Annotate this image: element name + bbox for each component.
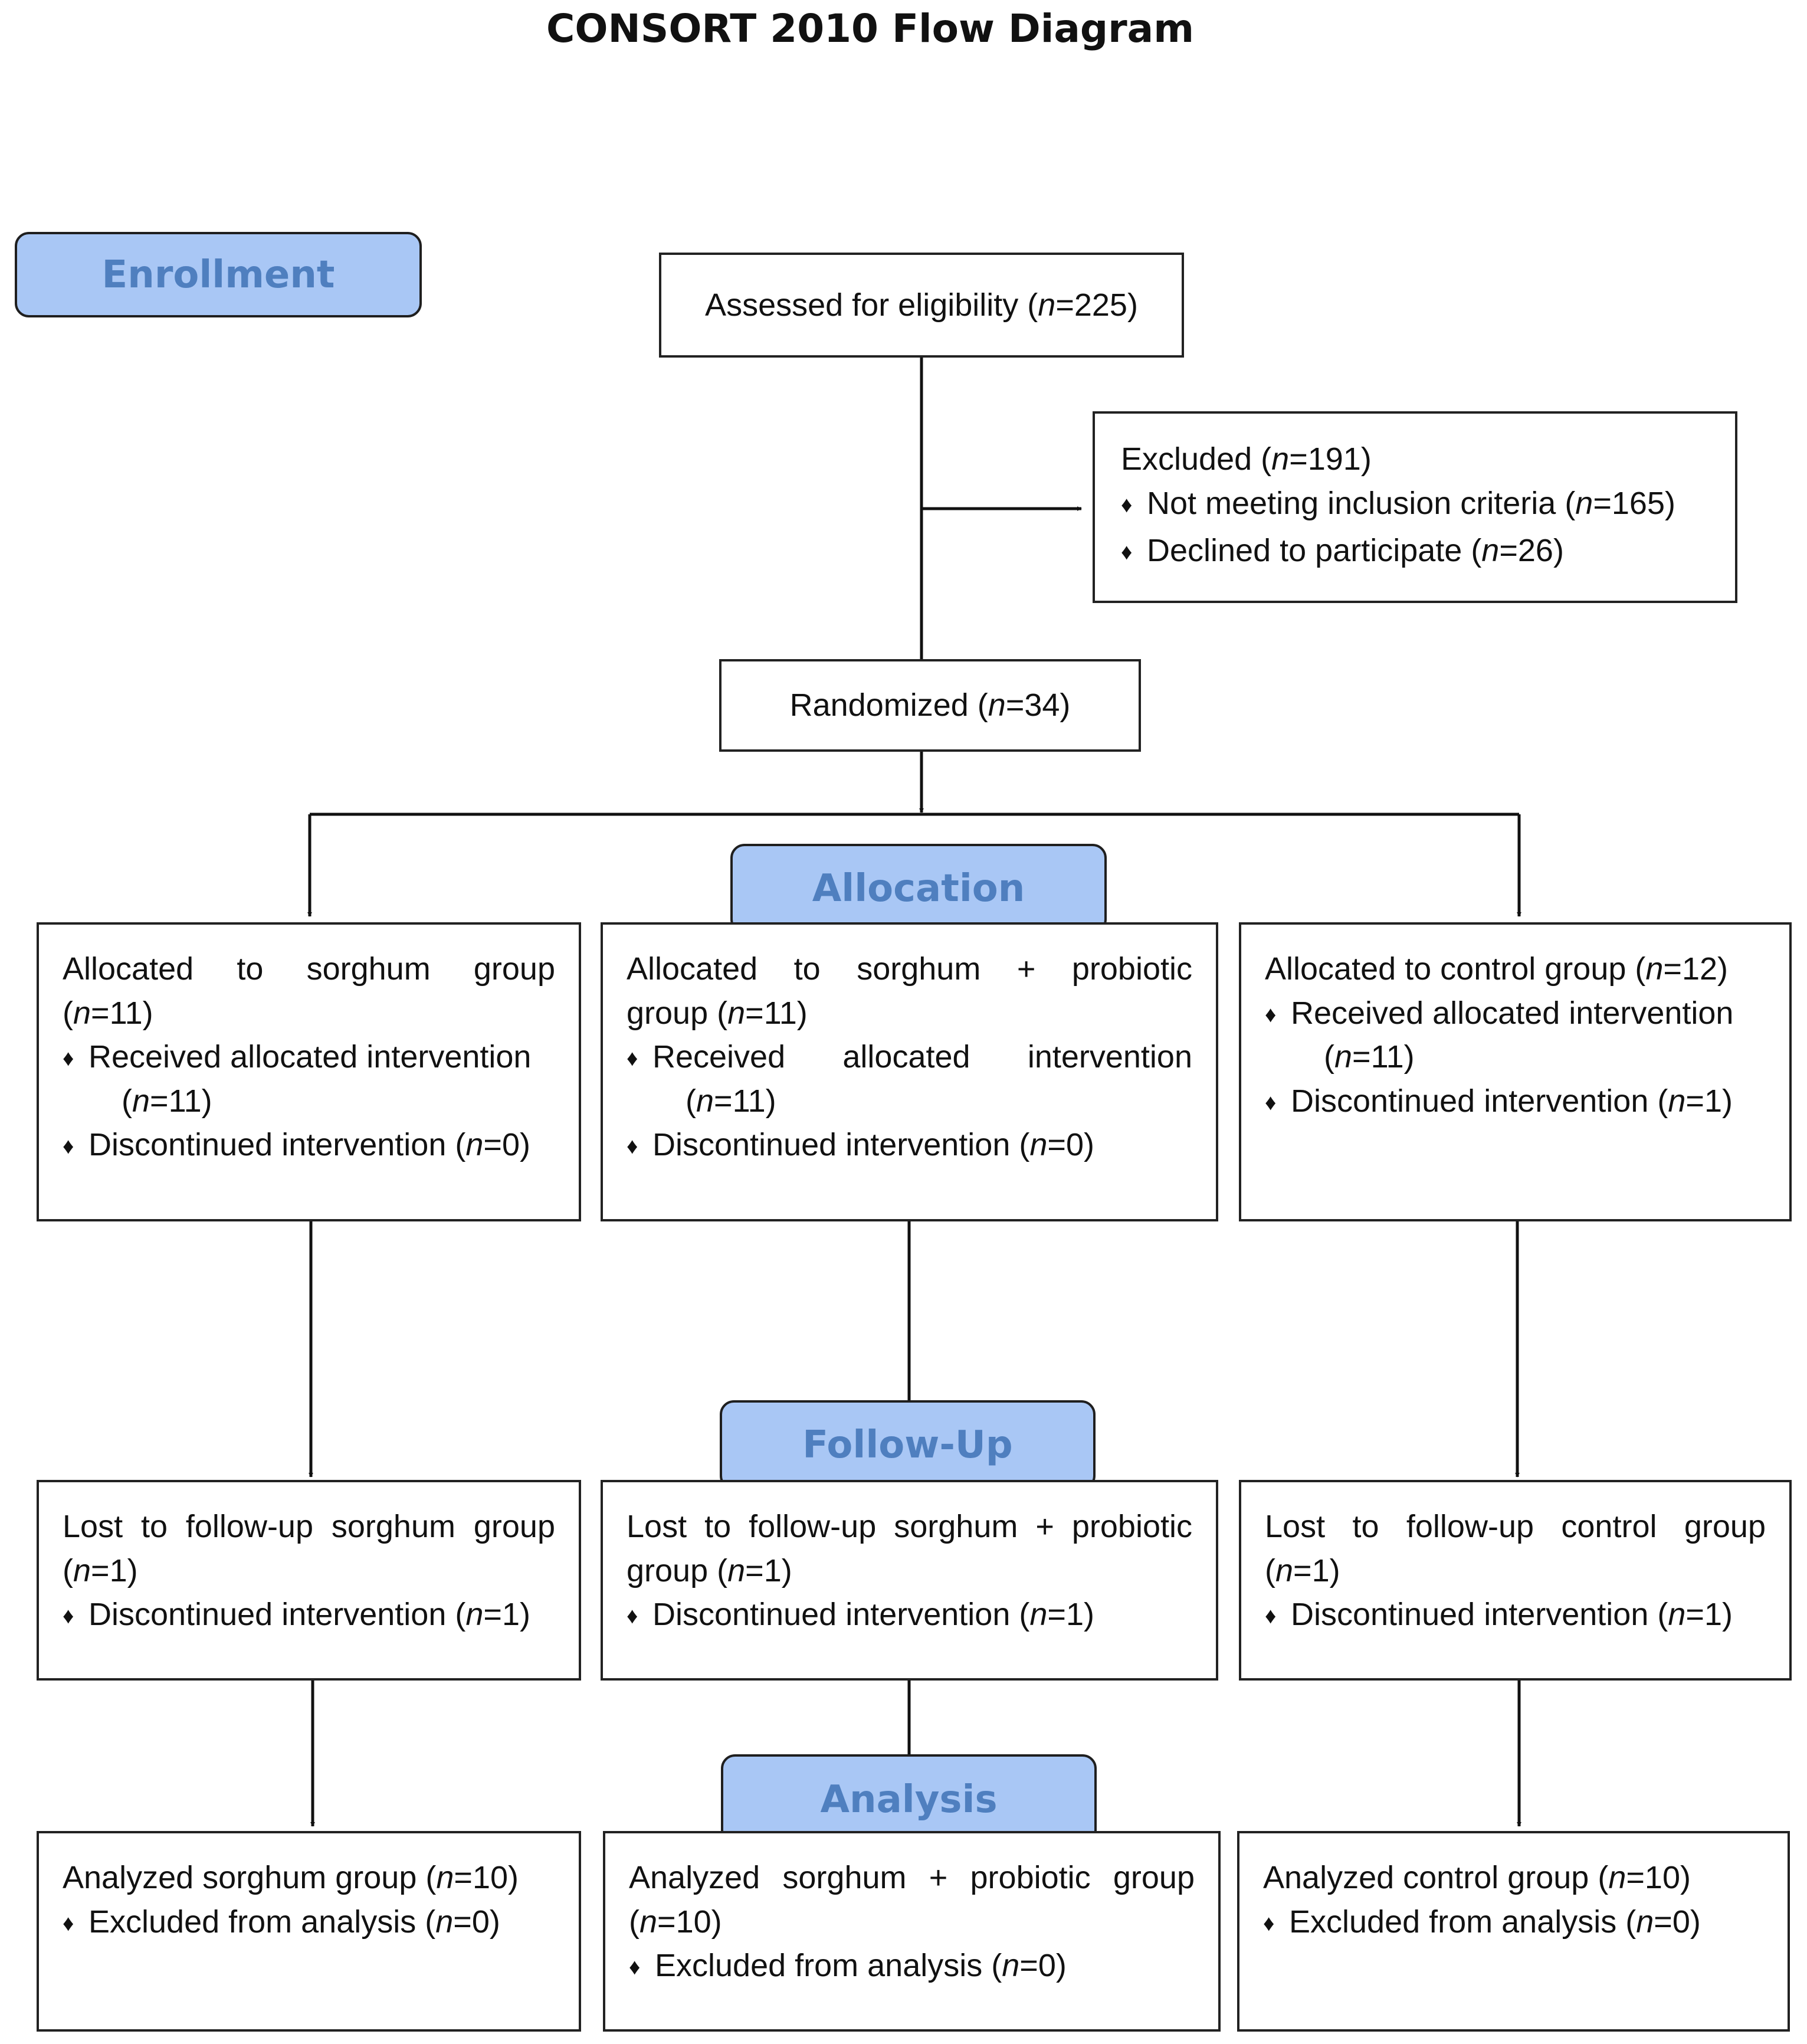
discontinued-text: Discontinued intervention (n=1)	[652, 1597, 1094, 1633]
analyzed-probiotic-box: Analyzed sorghum + probiotic group (n=10…	[603, 1831, 1221, 2032]
randomized-text: Randomized (n=34)	[789, 687, 1071, 723]
allocated-heading: Allocated to sorghum group	[63, 951, 555, 987]
diamond-bullet-icon: ♦	[1265, 1604, 1277, 1629]
allocated-probiotic-box: Allocated to sorghum + probiotic group (…	[601, 922, 1218, 1221]
stage-enrollment: Enrollment	[15, 232, 422, 317]
lost-probiotic-box: Lost to follow-up sorghum + probiotic gr…	[601, 1480, 1218, 1681]
lost-count: (n=1)	[1265, 1552, 1340, 1588]
discontinued-text: Discontinued intervention (n=0)	[88, 1127, 530, 1163]
analyzed-count: (n=10)	[629, 1904, 722, 1940]
assessed-text: Assessed for eligibility (n=225)	[705, 287, 1138, 323]
excluded-analysis-text: Excluded from analysis (n=0)	[655, 1948, 1067, 1984]
discontinued-text: Discontinued intervention (n=0)	[652, 1127, 1094, 1163]
diagram-title: CONSORT 2010 Flow Diagram	[546, 6, 1194, 51]
stage-analysis: Analysis	[721, 1754, 1097, 1845]
diamond-bullet-icon: ♦	[1121, 492, 1133, 517]
analyzed-control-box: Analyzed control group (n=10) ♦ Excluded…	[1237, 1831, 1790, 2032]
analyzed-heading: Analyzed control group (n=10)	[1263, 1860, 1691, 1895]
list-item: ♦ Not meeting inclusion criteria (n=165)	[1121, 481, 1709, 529]
discontinued-text: Discontinued intervention (n=1)	[88, 1597, 530, 1633]
allocated-count: (n=11)	[63, 995, 153, 1031]
stage-allocation: Allocation	[730, 844, 1107, 933]
discontinued-text: Discontinued intervention (n=1)	[1291, 1083, 1733, 1119]
list-item: ♦ Discontinued intervention (n=0)	[627, 1123, 1192, 1170]
received-text: Received allocated intervention	[1291, 995, 1734, 1031]
excluded-reason: Not meeting inclusion criteria (n=165)	[1147, 485, 1675, 521]
list-item: ♦ Declined to participate (n=26)	[1121, 529, 1709, 576]
diamond-bullet-icon: ♦	[1265, 1002, 1277, 1027]
list-item: ♦ Excluded from analysis (n=0)	[1263, 1900, 1764, 1947]
list-item: ♦ Discontinued intervention (n=1)	[63, 1593, 555, 1640]
diamond-bullet-icon: ♦	[627, 1134, 638, 1159]
list-item: ♦ Excluded from analysis (n=0)	[629, 1944, 1195, 1991]
excluded-reason: Declined to participate (n=26)	[1147, 532, 1564, 568]
diamond-bullet-icon: ♦	[627, 1604, 638, 1629]
stage-follow-up: Follow-Up	[720, 1400, 1096, 1490]
diamond-bullet-icon: ♦	[63, 1046, 74, 1072]
lost-sorghum-box: Lost to follow-up sorghum group (n=1) ♦ …	[37, 1480, 581, 1681]
excluded-heading: Excluded (n=191)	[1121, 441, 1372, 477]
analyzed-heading: Analyzed sorghum + probiotic group	[629, 1860, 1195, 1895]
list-item: ♦ Discontinued intervention (n=1)	[627, 1593, 1192, 1640]
diamond-bullet-icon: ♦	[629, 1955, 641, 1980]
diamond-bullet-icon: ♦	[63, 1911, 74, 1936]
received-count: (n=11)	[122, 1083, 212, 1119]
lost-count: (n=1)	[63, 1552, 138, 1588]
allocated-heading: Allocated to control group (n=12)	[1265, 951, 1729, 987]
allocated-control-box: Allocated to control group (n=12) ♦ Rece…	[1239, 922, 1792, 1221]
diamond-bullet-icon: ♦	[1263, 1911, 1275, 1936]
received-count: (n=11)	[686, 1083, 776, 1119]
list-item: ♦ Received allocated intervention (n=11)	[1265, 991, 1766, 1079]
received-count: (n=11)	[1324, 1039, 1415, 1075]
lost-heading: Lost to follow-up control group	[1265, 1509, 1766, 1544]
discontinued-text: Discontinued intervention (n=1)	[1291, 1597, 1733, 1633]
received-text: Received allocated intervention	[652, 1039, 1192, 1075]
excluded-analysis-text: Excluded from analysis (n=0)	[1289, 1904, 1701, 1940]
list-item: ♦ Discontinued intervention (n=1)	[1265, 1079, 1766, 1126]
analyzed-heading: Analyzed sorghum group (n=10)	[63, 1860, 519, 1895]
allocated-count: group (n=11)	[627, 995, 808, 1031]
list-item: ♦ Received allocated intervention (n=11)	[627, 1035, 1192, 1123]
list-item: ♦ Excluded from analysis (n=0)	[63, 1900, 555, 1947]
lost-control-box: Lost to follow-up control group (n=1) ♦ …	[1239, 1480, 1792, 1681]
lost-heading: Lost to follow-up sorghum group	[63, 1509, 555, 1544]
excluded-box: Excluded (n=191) ♦ Not meeting inclusion…	[1093, 411, 1737, 603]
excluded-analysis-text: Excluded from analysis (n=0)	[88, 1904, 500, 1940]
diamond-bullet-icon: ♦	[627, 1046, 638, 1072]
received-text: Received allocated intervention	[88, 1039, 532, 1075]
list-item: ♦ Discontinued intervention (n=0)	[63, 1123, 555, 1170]
assessed-box: Assessed for eligibility (n=225)	[659, 253, 1184, 358]
list-item: ♦ Received allocated intervention (n=11)	[63, 1035, 555, 1123]
diamond-bullet-icon: ♦	[63, 1134, 74, 1159]
allocated-sorghum-box: Allocated to sorghum group (n=11) ♦ Rece…	[37, 922, 581, 1221]
list-item: ♦ Discontinued intervention (n=1)	[1265, 1593, 1766, 1640]
allocated-heading: Allocated to sorghum + probiotic	[627, 951, 1192, 987]
analyzed-sorghum-box: Analyzed sorghum group (n=10) ♦ Excluded…	[37, 1831, 581, 2032]
diamond-bullet-icon: ♦	[63, 1604, 74, 1629]
lost-count: group (n=1)	[627, 1552, 792, 1588]
lost-heading: Lost to follow-up sorghum + probiotic	[627, 1509, 1192, 1544]
diamond-bullet-icon: ♦	[1121, 539, 1133, 565]
randomized-box: Randomized (n=34)	[719, 659, 1141, 752]
diamond-bullet-icon: ♦	[1265, 1090, 1277, 1115]
